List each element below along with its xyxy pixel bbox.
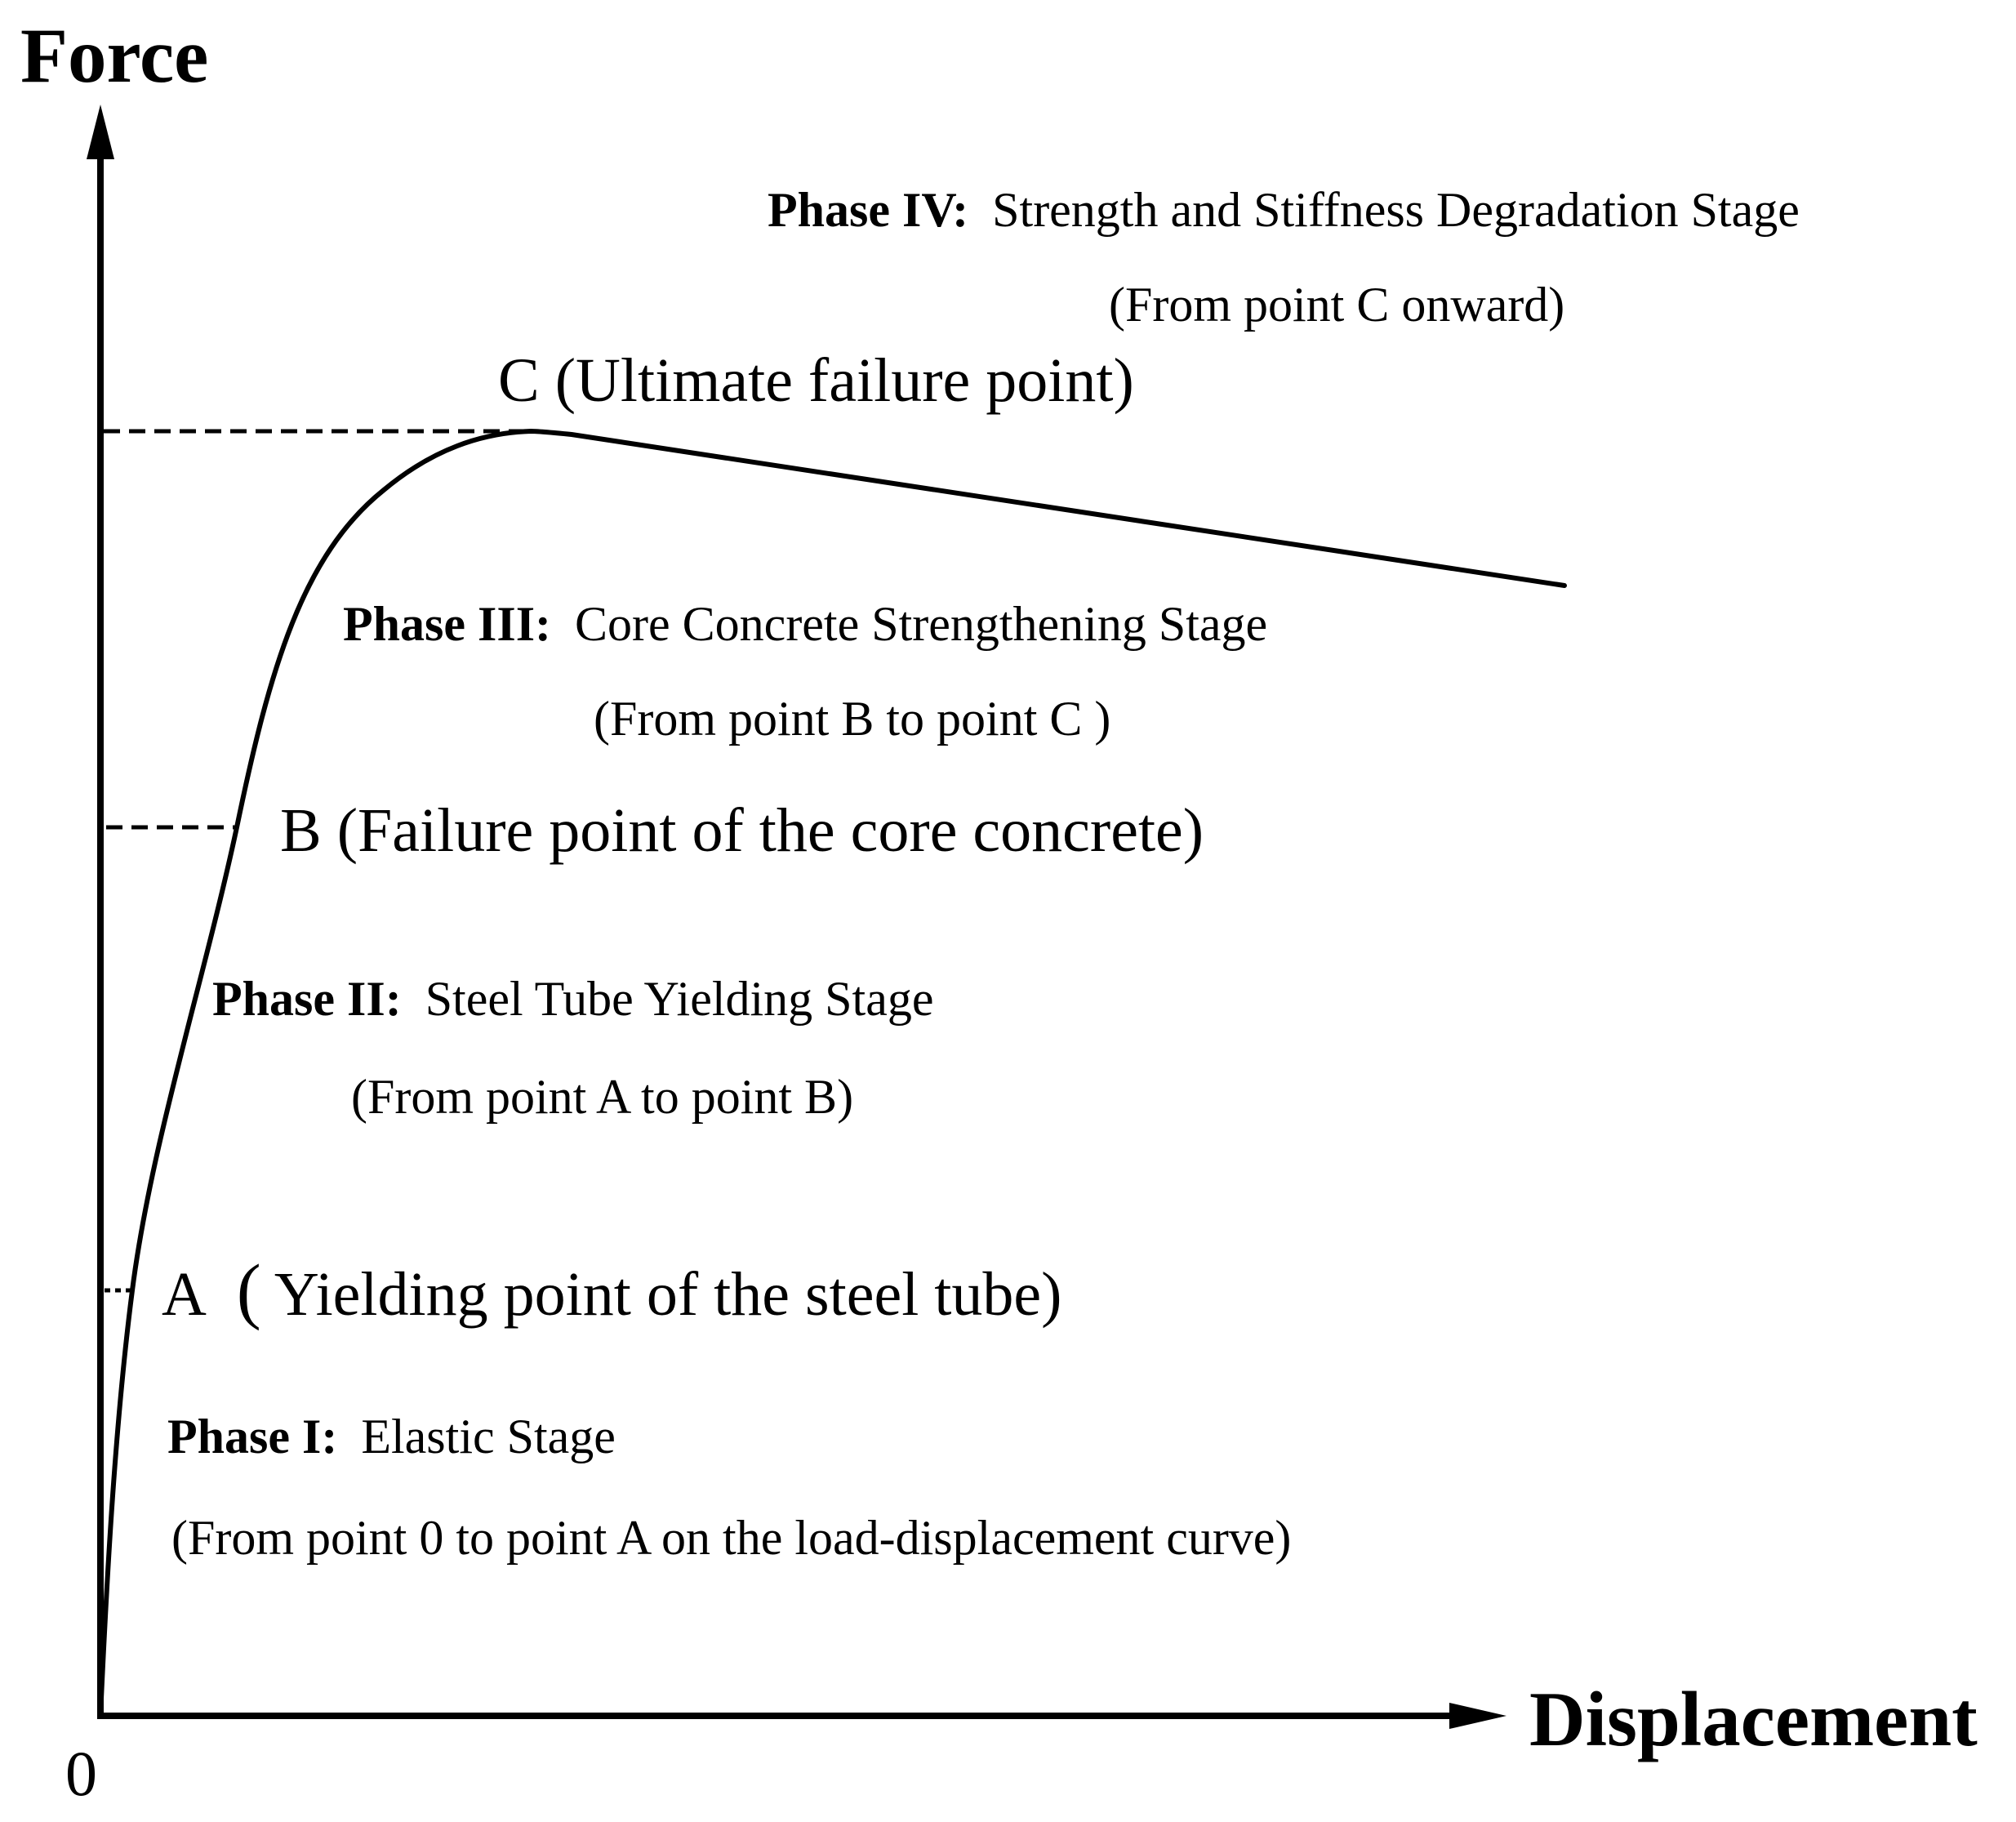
- phase-iii-title: Core Concrete Strengthening Stage: [575, 597, 1267, 651]
- phase-iv-name: Phase IV:: [768, 183, 968, 237]
- phase-i-name: Phase I:: [167, 1410, 337, 1463]
- point-b-label: B (Failure point of the core concrete): [280, 796, 1204, 865]
- phase-i-title: Elastic Stage: [361, 1410, 616, 1463]
- x-axis-title: Displacement: [1529, 1676, 1978, 1762]
- phase-iii-name: Phase III:: [343, 597, 551, 651]
- phase-iii-heading: Phase III: Core Concrete Strengthening S…: [343, 597, 1267, 651]
- phase-ii-range: (From point A to point B): [351, 1070, 853, 1124]
- phase-i-range: (From point 0 to point A on the load-dis…: [171, 1511, 1291, 1565]
- phase-iii-range: (From point B to point C ): [594, 692, 1110, 746]
- phase-ii-title: Steel Tube Yielding Stage: [425, 972, 934, 1026]
- y-axis-arrowhead: [87, 105, 114, 159]
- y-axis-title: Force: [20, 12, 208, 99]
- load-displacement-curve: [98, 429, 1567, 1718]
- phase-ii-heading: Phase II: Steel Tube Yielding Stage: [212, 972, 933, 1026]
- phase-iv-heading: Phase IV: Strength and Stiffness Degrada…: [768, 183, 1800, 237]
- phase-iv-range: (From point C onward): [1109, 278, 1564, 332]
- point-a-open-paren: (: [237, 1250, 261, 1331]
- point-c-label: C (Ultimate failure point): [498, 346, 1134, 415]
- phase-iv-title: Strength and Stiffness Degradation Stage: [992, 183, 1800, 237]
- phase-ii-name: Phase II:: [212, 972, 402, 1026]
- origin-label: 0: [65, 1738, 97, 1809]
- phase-i-heading: Phase I: Elastic Stage: [167, 1410, 616, 1463]
- x-axis-arrowhead: [1449, 1703, 1506, 1729]
- point-a-label: A ( Yielding point of the steel tube): [162, 1250, 1061, 1331]
- point-a-description: Yielding point of the steel tube): [274, 1260, 1062, 1329]
- point-a-letter: A: [162, 1260, 207, 1329]
